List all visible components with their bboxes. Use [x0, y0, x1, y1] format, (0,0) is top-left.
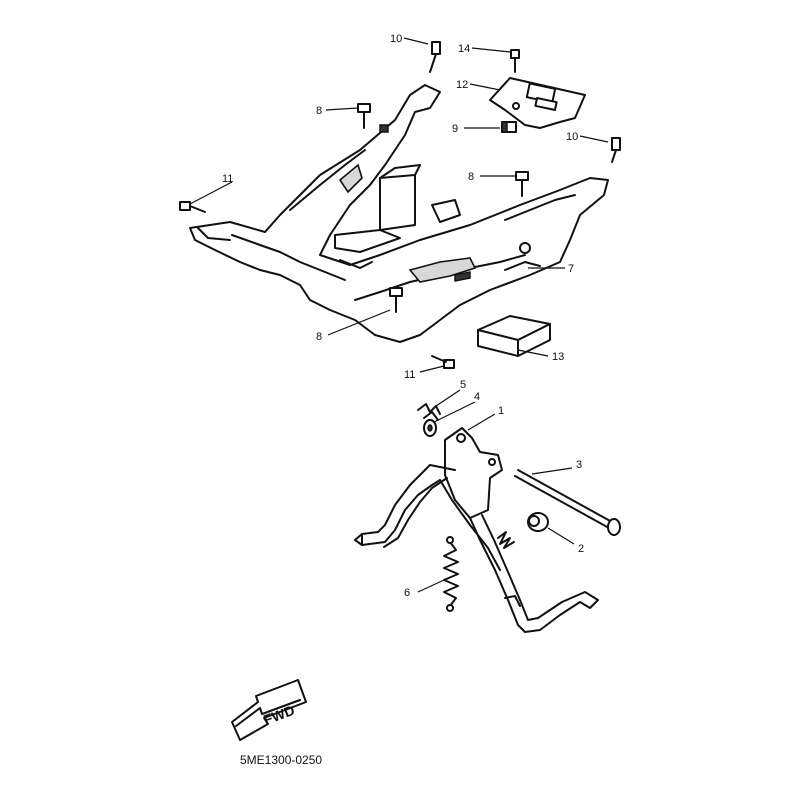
bolt-10-right: [611, 137, 621, 163]
callout-10-top: 10: [390, 33, 402, 45]
spring-6: [443, 536, 459, 612]
washer-4: [423, 419, 437, 437]
shaft-3: [514, 469, 621, 536]
callout-6: 6: [404, 587, 410, 599]
callout-1: 1: [498, 405, 504, 417]
callout-3: 3: [576, 459, 582, 471]
footboard-panel: [189, 84, 609, 343]
callout-8-right: 8: [468, 171, 474, 183]
bolt-8-right: [515, 171, 529, 197]
pad-13: [477, 315, 551, 357]
callout-9: 9: [452, 123, 458, 135]
callout-numbers: 10 14 12 8 9 10 11 8 7 8 13 11 5 4 1 3 2…: [222, 33, 584, 599]
callout-10-right: 10: [566, 131, 578, 143]
bolt-11-left: [179, 201, 206, 213]
fwd-arrow: FWD: [231, 679, 307, 741]
leader-lines: [189, 37, 609, 593]
bolt-10-top: [429, 41, 441, 73]
callout-2: 2: [578, 543, 584, 555]
bolt-8-bottom: [389, 287, 403, 313]
callout-8-top: 8: [316, 105, 322, 117]
callout-8-bottom: 8: [316, 331, 322, 343]
callout-11-bottom: 11: [404, 369, 415, 381]
bolt-11-bottom: [431, 355, 455, 369]
cover-plate-12: [489, 77, 586, 129]
callout-7: 7: [568, 263, 574, 275]
callout-13: 13: [552, 351, 564, 363]
main-stand: [354, 427, 599, 633]
callout-5: 5: [460, 379, 466, 391]
collar-2: [527, 512, 549, 532]
spring-5: [417, 403, 441, 421]
callout-11-left: 11: [222, 173, 233, 185]
callout-4: 4: [474, 391, 480, 403]
callout-14: 14: [458, 43, 470, 55]
diagram-code: 5ME1300-0250: [240, 753, 322, 767]
screw-14: [510, 49, 520, 73]
callout-12: 12: [456, 79, 468, 91]
clip-9: [501, 121, 517, 133]
small-spring: [497, 531, 515, 549]
bolt-8-top: [357, 103, 371, 129]
